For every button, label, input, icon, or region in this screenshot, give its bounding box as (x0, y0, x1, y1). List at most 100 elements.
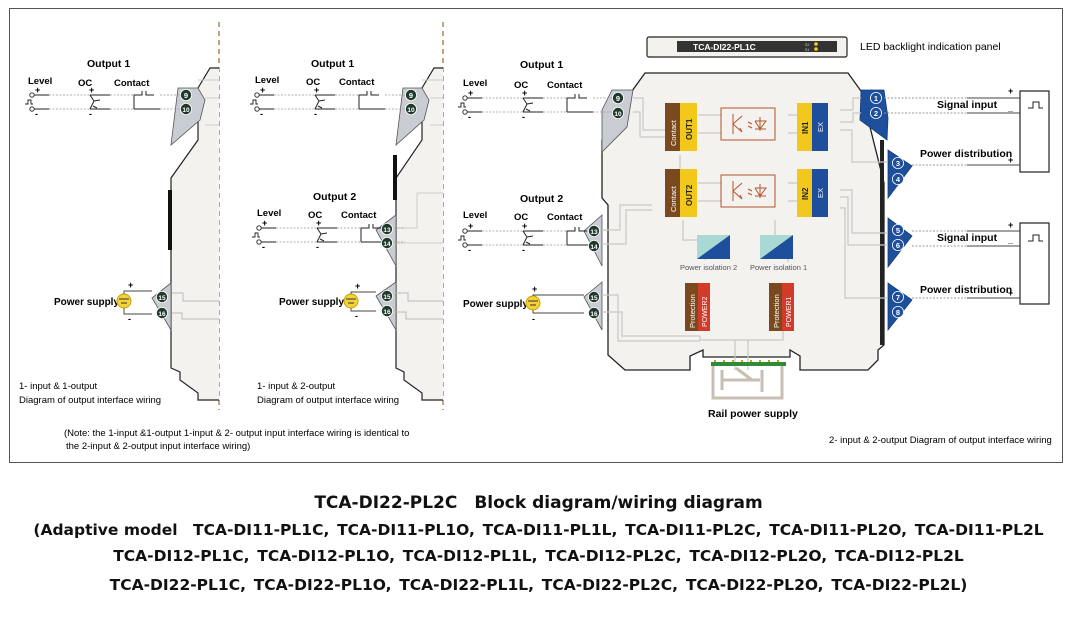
terminal-block-15-16 (151, 282, 172, 332)
led-label-s1: S1 (805, 48, 809, 52)
svg-text:14: 14 (383, 241, 391, 248)
terminal-8: 8 (892, 305, 905, 318)
output1-title: Output 1 (87, 58, 130, 70)
diagram-title: TCA-DI22-PL2C Block diagram/wiring diagr… (314, 493, 763, 513)
in2-label: IN2 (801, 187, 810, 200)
panel1-caption-2: Diagram of output interface wiring (19, 395, 161, 406)
led-s1-indicator (814, 47, 818, 51)
output2-title: Output 2 (313, 191, 356, 203)
protection-block-2 (685, 283, 698, 331)
contact-block-2 (665, 169, 680, 217)
terminal-9: 9 (612, 92, 625, 105)
led-label-s2: S2 (805, 43, 809, 47)
module-body-3 (601, 72, 885, 371)
oc-label: OC (308, 210, 322, 221)
adaptive-models-line-3: TCA-DI22-PL1C, TCA-DI22-PL1O, TCA-DI22-P… (109, 576, 968, 594)
ex1-block (812, 103, 828, 151)
svg-text:10: 10 (182, 107, 190, 114)
panel3-caption: 2- input & 2-output Diagram of output in… (829, 435, 1052, 446)
terminal-15: 15 (155, 290, 168, 303)
power-supply-icon (116, 293, 132, 309)
in1-label: IN1 (801, 121, 810, 134)
wiring-diagram: + - + - Output 1 Level OC Contact (19, 22, 1052, 452)
out2-block (680, 169, 697, 217)
terminal-1: 1 (870, 92, 883, 105)
svg-text:+: + (128, 280, 133, 290)
terminal-15: 15 (380, 289, 393, 302)
svg-text:13: 13 (590, 229, 598, 236)
field-device-2 (1019, 222, 1050, 305)
adaptive-models-line-1: (Adaptive model TCA-DI11-PL1C, TCA-DI11-… (33, 521, 1044, 539)
svg-text:_: _ (1007, 235, 1014, 245)
contact-block-1-label: Contact (669, 119, 678, 146)
protection-2-label: Protection (688, 294, 697, 328)
power2-block (698, 283, 710, 331)
power-supply-icon (525, 295, 541, 311)
svg-text:4: 4 (896, 175, 901, 184)
rail-power-supply-label: Rail power supply (708, 408, 798, 420)
svg-text:10: 10 (614, 111, 622, 118)
power-supply-label: Power supply (54, 297, 119, 308)
terminal-9: 9 (179, 89, 192, 102)
svg-text:10: 10 (407, 107, 415, 114)
terminal-16: 16 (155, 306, 168, 319)
svg-text:2: 2 (874, 109, 878, 118)
contact-block-1 (665, 103, 680, 151)
oc-label: OC (78, 78, 92, 89)
panel1-caption-1: 1- input & 1-output (19, 381, 98, 392)
terminal-10: 10 (404, 103, 417, 116)
power1-label: POWER1 (786, 297, 793, 327)
field-device-1 (1019, 90, 1050, 173)
contact-label: Contact (341, 210, 377, 221)
ex2-label: EX (816, 188, 825, 198)
svg-text:-: - (532, 314, 535, 324)
level-label: Level (255, 75, 279, 86)
svg-text:1: 1 (874, 94, 878, 103)
terminal-16: 16 (380, 304, 393, 317)
svg-text:5: 5 (896, 226, 900, 235)
terminal-block-9-10 (170, 87, 206, 146)
contact-label: Contact (339, 77, 375, 88)
in2-block (797, 169, 812, 217)
power-isolation-1-icon (760, 235, 793, 259)
terminal-14: 14 (588, 239, 601, 252)
signal-input-label: Signal input (937, 99, 998, 111)
svg-text:14: 14 (590, 244, 598, 251)
svg-text:15: 15 (383, 294, 391, 301)
terminal-13: 13 (588, 224, 601, 237)
svg-text:16: 16 (383, 309, 391, 316)
svg-text:+: + (355, 281, 360, 291)
terminal-14: 14 (380, 236, 393, 249)
level-label: Level (28, 76, 52, 87)
terminal-4: 4 (892, 172, 905, 185)
power-distribution-label: Power distribution (920, 148, 1012, 160)
signal-input-label: Signal input (937, 232, 998, 244)
power-isolation-1-label: Power isolation 1 (750, 263, 807, 272)
svg-text:8: 8 (896, 308, 900, 317)
contact-block-2-label: Contact (669, 185, 678, 212)
in1-block (797, 103, 812, 151)
panel2-caption-2: Diagram of output interface wiring (257, 395, 399, 406)
svg-text:+: + (1008, 220, 1013, 230)
oc-label: OC (306, 77, 320, 88)
svg-text:7: 7 (896, 293, 900, 302)
terminal-16: 16 (588, 306, 601, 319)
contact-label: Contact (547, 212, 583, 223)
power-distribution-label: Power distribution (920, 284, 1012, 296)
svg-text:16: 16 (590, 311, 598, 318)
ex1-label: EX (816, 122, 825, 132)
level-label: Level (463, 78, 487, 89)
power-supply-label: Power supply (463, 299, 528, 310)
power-supply-label: Power supply (279, 297, 344, 308)
svg-text:-: - (128, 314, 131, 324)
contact-label: Contact (547, 80, 583, 91)
terminal-2: 2 (870, 107, 883, 120)
terminal-5: 5 (892, 223, 905, 236)
out1-label: OUT1 (685, 118, 694, 140)
svg-text:15: 15 (590, 295, 598, 302)
adaptive-models-line-2: TCA-DI12-PL1C, TCA-DI12-PL1O, TCA-DI12-P… (113, 547, 964, 565)
ex2-block (812, 169, 828, 217)
level-label: Level (463, 210, 487, 221)
svg-text:3: 3 (896, 159, 900, 168)
terminal-15: 15 (588, 290, 601, 303)
